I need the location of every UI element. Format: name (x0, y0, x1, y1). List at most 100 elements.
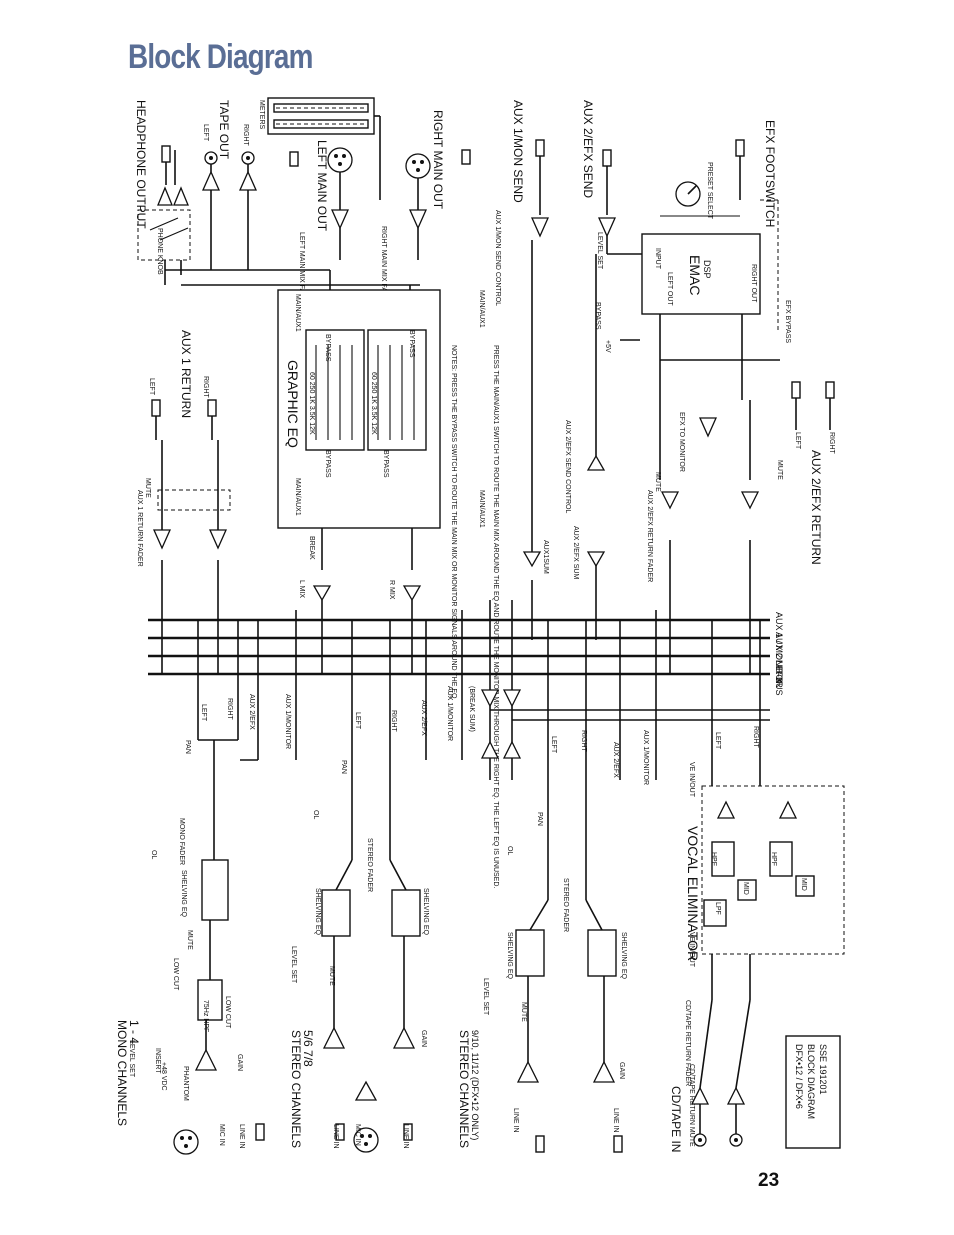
cdtape-path (690, 999, 751, 1147)
ve-inout-bottom-label: VE IN/OUT (688, 932, 695, 968)
break-sum-label: (BREAK SUM) (468, 686, 475, 732)
stereo-a-aux2-label: AUX 2/EFX (420, 700, 427, 736)
phantom-label: PHANTOM (182, 1066, 189, 1101)
info-line-2: BLOCK DIAGRAM (806, 1044, 816, 1119)
right-main-out-label: RIGHT MAIN OUT (431, 110, 445, 210)
dsp-input-label: INPUT (654, 248, 661, 270)
hpf75-label: 75Hz HPF (202, 1000, 209, 1032)
aux1-return-path (151, 399, 231, 550)
mono-line-in-label: LINE IN (238, 1124, 245, 1149)
stereo-a-fader-label: STEREO FADER (366, 838, 373, 892)
stereo-b-sub: 9/10, 11/12 (DFX•12 ONLY) (470, 1030, 480, 1140)
stereo-b-fader-label: STEREO FADER (562, 878, 569, 932)
mono-fader-label: MONO FADER (178, 818, 185, 865)
cdtape-mute-label: CD/TAPE RETURN MUTE (688, 1064, 695, 1147)
aux2efx-return-label: AUX 2/EFX RETURN (809, 450, 823, 565)
stereo-b-right-label: RIGHT (580, 730, 587, 753)
dsp-right-out-label: RIGHT OUT (750, 264, 757, 303)
stereo-a-level-set-label: LEVEL SET (290, 946, 297, 984)
send-jacks (530, 139, 745, 238)
ve-right-label: RIGHT (752, 726, 759, 749)
stereo-b-level-set-label: LEVEL SET (482, 978, 489, 1016)
aux1-return-mute-label: MUTE (144, 478, 151, 498)
stereo-b-line-in-l-label: LINE IN (512, 1108, 519, 1133)
page-number: 23 (758, 1170, 780, 1191)
main-aux1-label-1: MAIN/AUX1 (294, 294, 301, 332)
aux1-return-fader-label: AUX 1 RETURN FADER (136, 490, 143, 567)
main-aux1-label-4: MAIN/AUX1 (478, 490, 485, 528)
vocal-label: VOCAL ELIMINATOR (685, 826, 701, 961)
stereo-a-right-label: RIGHT (390, 710, 397, 733)
stereo-b-mute-label: MUTE (520, 1002, 527, 1022)
graphic-eq-label: GRAPHIC EQ (285, 360, 301, 448)
stereo-a-line-in-r-label: LINE IN (402, 1124, 409, 1149)
bypass-eq-l-top-label: BYPASS (324, 334, 331, 362)
efx-bypass-label: EFX BYPASS (784, 300, 791, 343)
mono-aux1-label: AUX 1/MONITOR (284, 694, 291, 749)
stereo-a-aux1-label: AUX 1/MONITOR (446, 686, 453, 741)
hpf-l-label: HPF (710, 852, 717, 866)
bus-taps (161, 540, 761, 780)
aux1mon-send-label: AUX 1/MON SEND (511, 100, 525, 203)
aux1-return-left-label: LEFT (148, 378, 155, 396)
info-line-1: DFX•12 / DFX•6 (794, 1044, 804, 1109)
stereo-a-pan-label: PAN (340, 760, 347, 774)
efx-to-monitor-label: EFX TO MONITOR (678, 412, 685, 472)
plus5v-label: +5V (604, 340, 611, 353)
stereo-a-shelving-l-label: SHELVING EQ (314, 888, 321, 935)
mono-mute-label: MUTE (186, 930, 193, 950)
bypass-eq-r-top-label: BYPASS (408, 330, 415, 358)
stereo-b-gain-label: GAIN (618, 1062, 625, 1079)
efx-return-jacks (791, 381, 835, 430)
mono-gain-label: GAIN (236, 1054, 243, 1071)
aux1-return-right-label: RIGHT (202, 376, 209, 399)
main-aux1-label-2: MAIN/AUX1 (294, 478, 301, 516)
mid-l-label: MID (742, 882, 749, 895)
aux2efx-sum-label: AUX 2/EFX SUM (572, 526, 579, 579)
bypass-eq-l-bottom-label: BYPASS (324, 450, 331, 478)
mono-pan-label: PAN (184, 740, 191, 754)
sum-amps (522, 240, 606, 568)
stereo-b-pan-label: PAN (536, 812, 543, 826)
cdtape-fader-label: CD/TAPE RETURN FADER (684, 1000, 691, 1086)
preset-select-label: PRESET SELECT (706, 162, 713, 220)
stereo-a-sub: 5/6 7/8 (301, 1030, 315, 1067)
page-title: Block Diagram (128, 38, 313, 76)
info-box (785, 1035, 841, 1149)
aux1sum-label: AUX1SUM (542, 540, 549, 574)
main-aux1-label-3: MAIN/AUX1 (478, 290, 485, 328)
bus-label-lr: L-R BUS (774, 660, 784, 696)
mono-channels-sub: 1 - 4 (127, 1020, 141, 1044)
mono-shelving-label: SHELVING EQ (180, 870, 187, 917)
right-main-fader-label: RIGHT MAIN MIX FADER (380, 226, 387, 307)
aux2efx-send-control-label: AUX 2/EFX SEND CONTROL (564, 420, 571, 513)
bus-lines (148, 618, 770, 676)
stereo-b-shelving-l-label: SHELVING EQ (506, 932, 513, 979)
mid-r-label: MID (800, 878, 807, 891)
l-mix-label: L MIX (298, 580, 305, 598)
aux2efx-send-label: AUX 2/EFX SEND (581, 100, 595, 198)
eq-bands-r-label: 60 250 1K 3.5K 12K (370, 372, 377, 435)
efx-return-mute-right-label: MUTE (776, 460, 783, 480)
bypass-efx-label: BYPASS (594, 302, 601, 330)
hpf-r-label: HPF (770, 852, 777, 866)
stereo-b-line-in-r-label: LINE IN (612, 1108, 619, 1133)
tape-out-label: TAPE OUT (217, 100, 231, 160)
vocal-eliminator-block (701, 780, 845, 1000)
headphone-label: HEADPHONE OUTPUT (134, 100, 148, 229)
tape-left-label: LEFT (202, 124, 209, 142)
insert-label: INSERT (154, 1048, 161, 1074)
mono-mic-in-label: MIC IN (218, 1124, 225, 1146)
dsp-label: DSP (702, 260, 712, 279)
stereo-b-aux2-label: AUX 2/EFX (612, 742, 619, 778)
lpf-label: LPF (714, 902, 721, 915)
phone-knob-label: PHONE KNOB (156, 228, 163, 275)
bus-label-aux1: AUX 1 / MONITOR (774, 612, 784, 688)
notes-line-2: PRESS THE MAIN/AUX1 SWITCH TO ROUTE THE … (492, 345, 499, 888)
stereo-b-ol-label: OL (506, 846, 513, 855)
stereo-a-mic-in-label: MIC IN (354, 1124, 361, 1146)
efx-return-right-label: RIGHT (828, 432, 835, 455)
eq-bands-l-label: 60 250 1K 3.5K 12K (308, 372, 315, 435)
stereo-b-left-label: LEFT (550, 736, 557, 754)
